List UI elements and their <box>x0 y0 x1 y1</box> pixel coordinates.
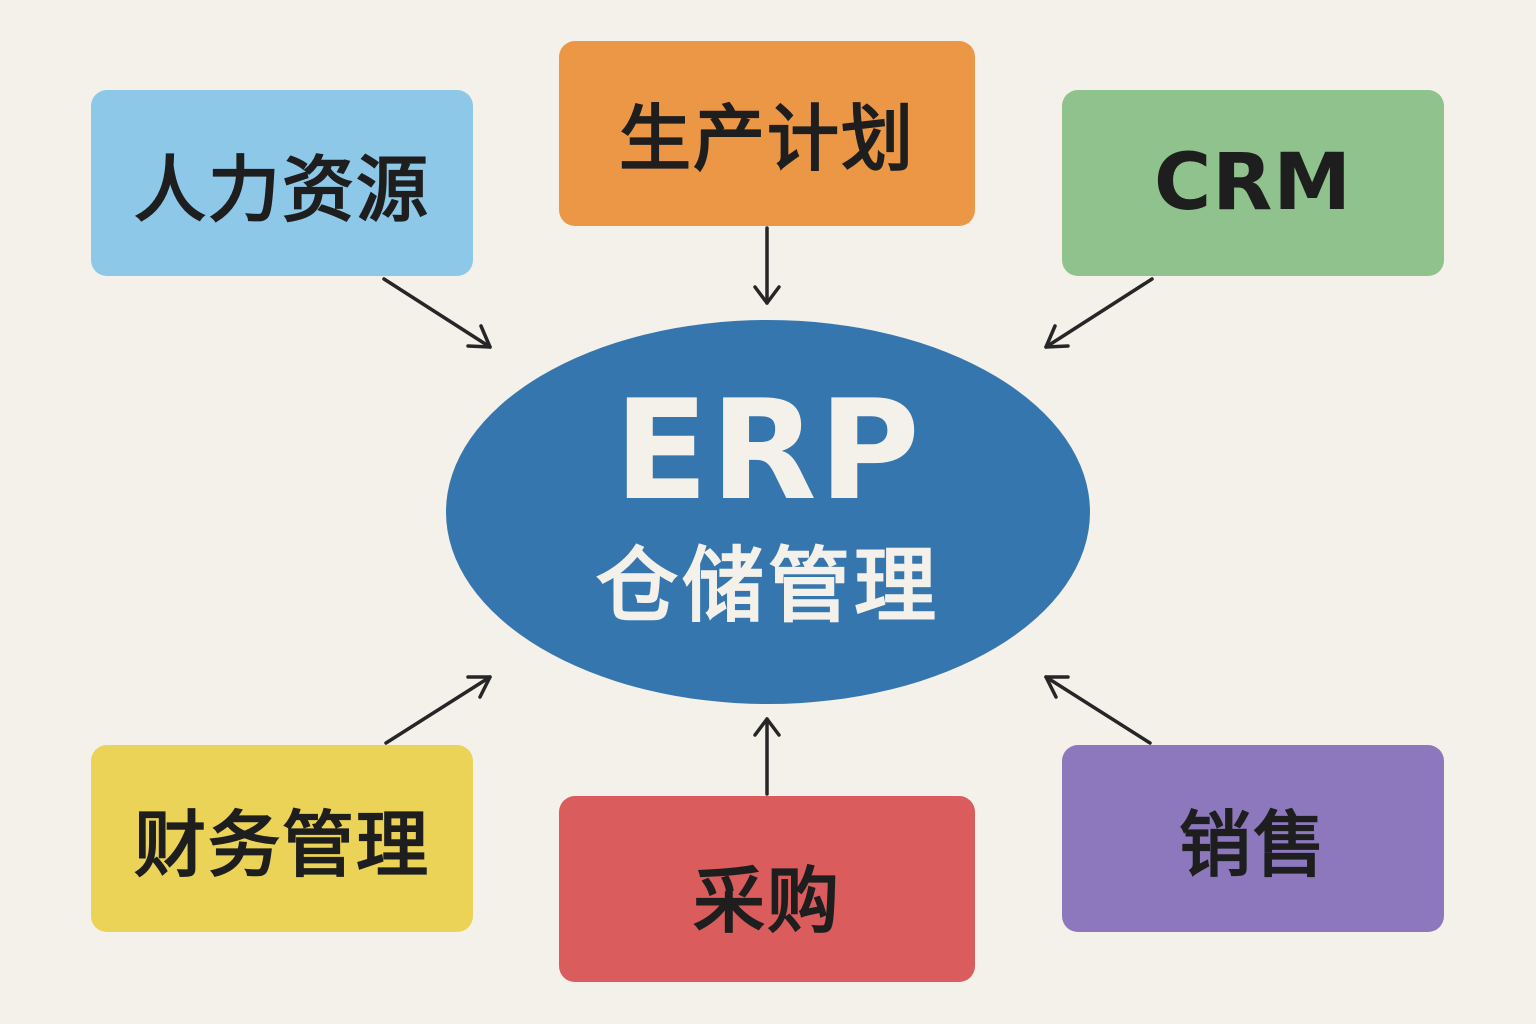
module-finance-label: 财务管理 <box>133 803 430 887</box>
module-crm-label: CRM <box>1154 138 1352 228</box>
module-crm: CRM <box>1062 90 1444 276</box>
module-hr: 人力资源 <box>91 90 473 276</box>
erp-hub-title: ERP <box>614 370 922 531</box>
module-sales-label: 销售 <box>1178 803 1327 887</box>
erp-hub: ERP 仓储管理 <box>446 320 1090 704</box>
module-hr-label: 人力资源 <box>133 147 430 232</box>
erp-hub-subtitle: 仓储管理 <box>595 539 940 634</box>
module-production-planning-label: 生产计划 <box>618 97 915 181</box>
module-purchasing: 采购 <box>559 796 975 982</box>
module-purchasing-label: 采购 <box>692 858 841 943</box>
erp-hub-shape <box>446 320 1090 704</box>
arrow-production-to-erp <box>753 226 781 305</box>
module-finance: 财务管理 <box>91 745 473 932</box>
arrow-purchasing-to-erp <box>753 717 781 796</box>
module-sales: 销售 <box>1062 745 1444 932</box>
module-production-planning: 生产计划 <box>559 41 975 226</box>
